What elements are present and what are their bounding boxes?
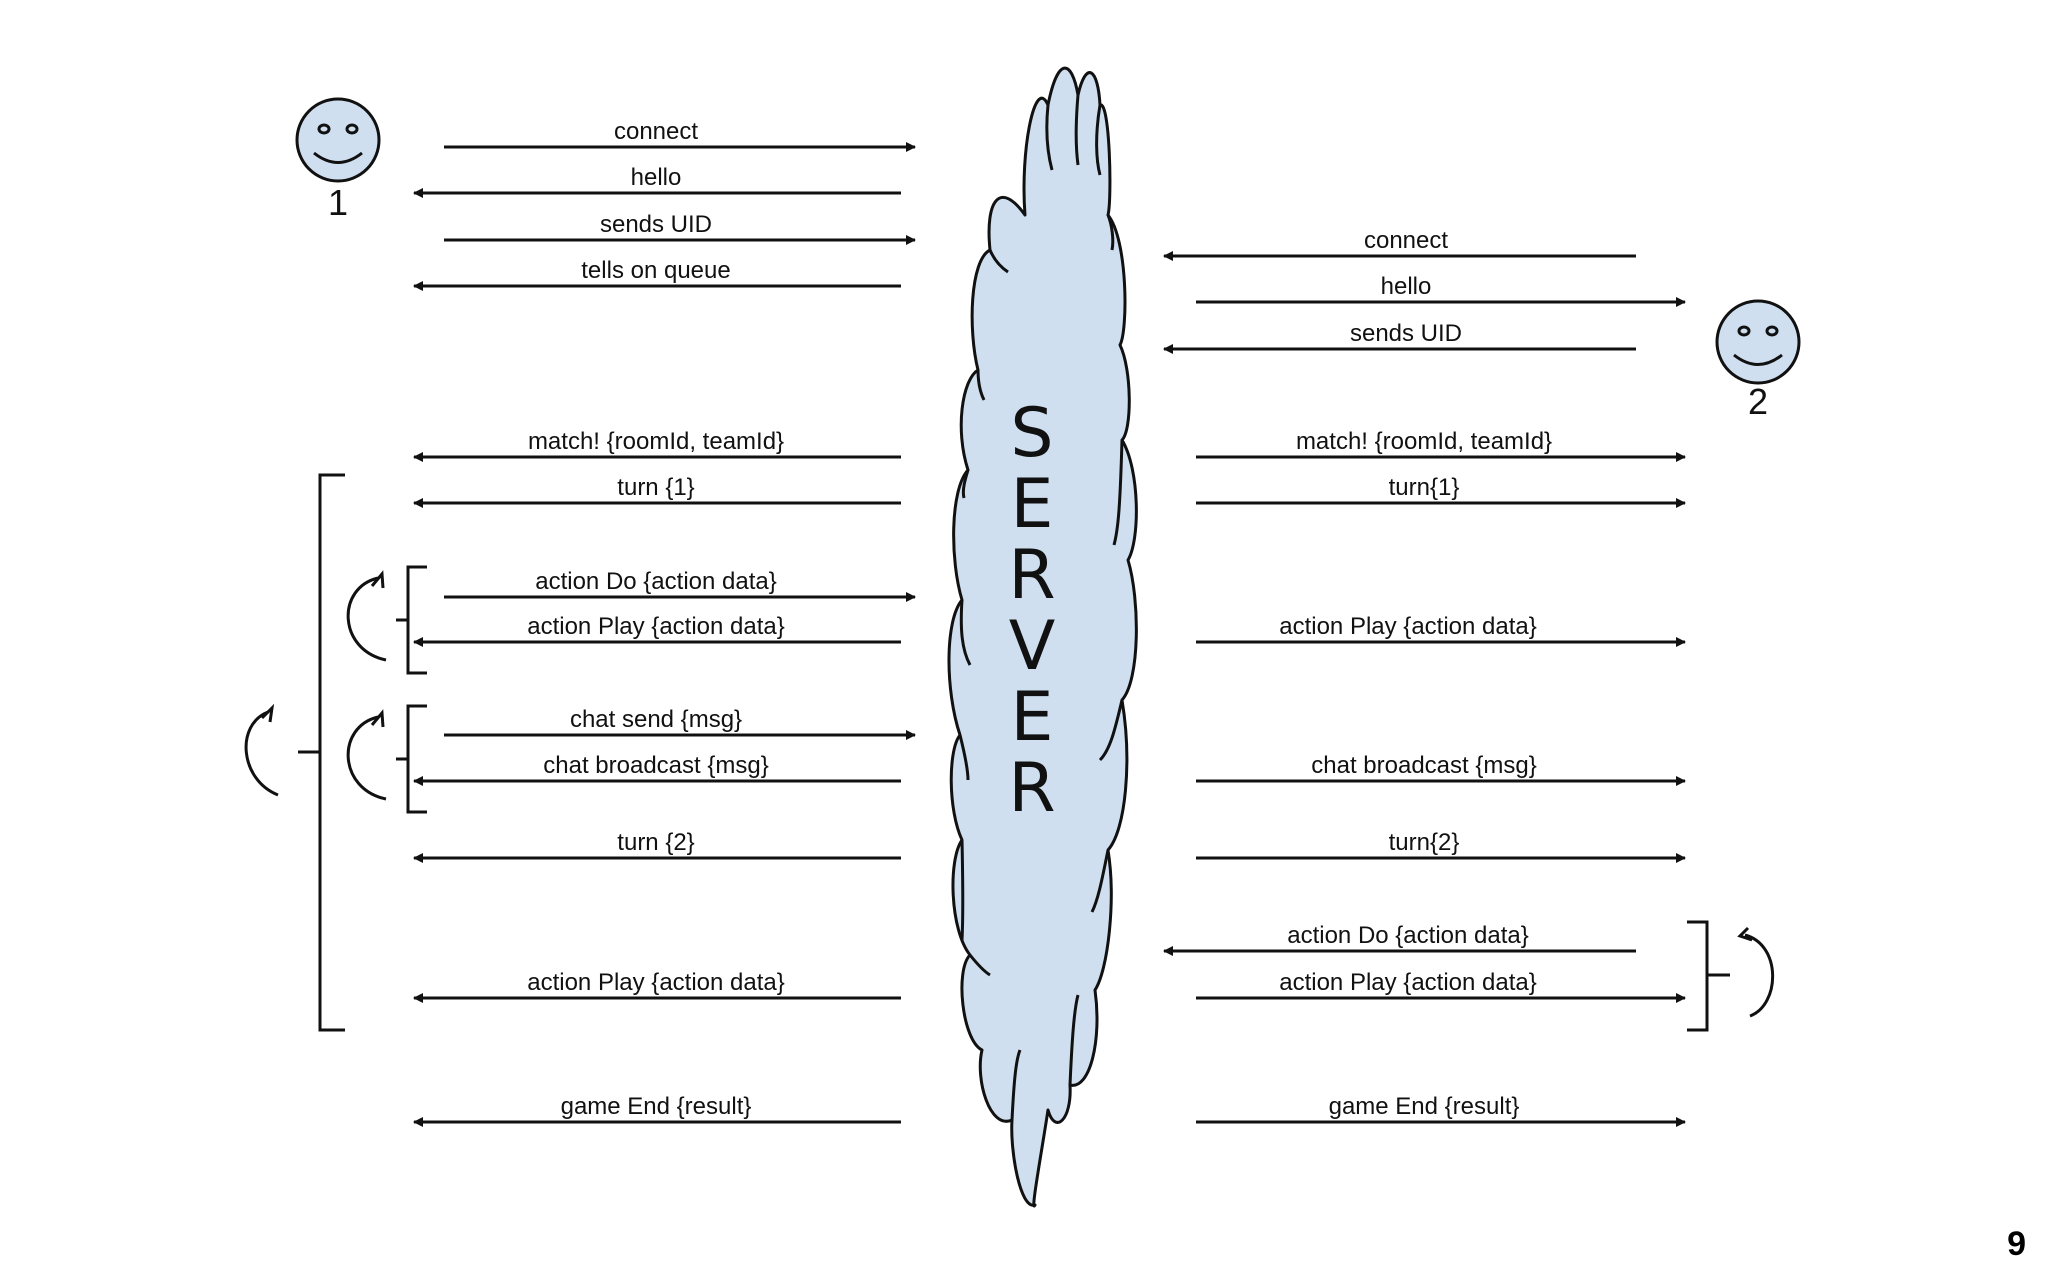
message-label: action Play {action data} — [527, 613, 785, 640]
message-label: action Play {action data} — [1279, 613, 1537, 640]
message-label: sends UID — [1350, 320, 1462, 347]
user-1: 1 — [295, 97, 381, 223]
message: game End {result} — [1196, 1093, 1686, 1127]
message-label: chat broadcast {msg} — [543, 752, 768, 779]
message: hello — [413, 164, 901, 198]
server-label: S E R V E R — [1008, 394, 1055, 828]
message-label: turn {1} — [617, 474, 694, 501]
message: sends UID — [444, 211, 916, 245]
chat-loop-bracket — [346, 704, 427, 814]
smiley-face-icon — [1715, 299, 1801, 385]
message: action Play {action data} — [1196, 969, 1686, 1003]
outer-game-loop-bracket — [244, 473, 345, 1032]
message-label: turn{1} — [1389, 474, 1460, 501]
message: turn {2} — [413, 829, 901, 863]
message-label: sends UID — [600, 211, 712, 238]
message-label: match! {roomId, teamId} — [528, 428, 784, 455]
left-loop-brackets — [244, 473, 427, 1032]
message: action Do {action data} — [1163, 922, 1636, 956]
message: chat broadcast {msg} — [1196, 752, 1686, 786]
user-number: 2 — [1748, 381, 1768, 422]
server-letter: V — [1009, 607, 1056, 686]
server-letter: R — [1008, 749, 1055, 828]
message: turn {1} — [413, 474, 901, 508]
message: action Play {action data} — [1196, 613, 1686, 647]
message: sends UID — [1163, 320, 1636, 354]
server-letter: E — [1011, 678, 1054, 757]
right-action-loop-bracket — [1687, 920, 1775, 1032]
action-loop-bracket — [346, 565, 427, 675]
message: action Do {action data} — [444, 568, 916, 602]
message-label: connect — [1364, 227, 1448, 254]
message-label: game End {result} — [561, 1093, 752, 1120]
server-letter: R — [1008, 536, 1055, 615]
message: match! {roomId, teamId} — [413, 428, 901, 462]
message: hello — [1196, 273, 1686, 307]
page-number: 9 — [2007, 1225, 2026, 1263]
server-cloud — [947, 66, 1138, 1208]
message: action Play {action data} — [413, 613, 901, 647]
message: chat send {msg} — [444, 706, 916, 740]
user-2: 2 — [1715, 299, 1801, 422]
message-label: tells on queue — [581, 257, 730, 284]
message-label: hello — [1381, 273, 1432, 300]
message-label: action Do {action data} — [1287, 922, 1529, 949]
left-messages: connect hello sends UID tells on queue m… — [413, 118, 916, 1127]
message-label: action Do {action data} — [535, 568, 777, 595]
message-label: match! {roomId, teamId} — [1296, 428, 1552, 455]
message-label: game End {result} — [1329, 1093, 1520, 1120]
message-label: hello — [631, 164, 682, 191]
message-label: chat send {msg} — [570, 706, 742, 733]
message-label: action Play {action data} — [1279, 969, 1537, 996]
user-number: 1 — [328, 182, 348, 223]
message-label: connect — [614, 118, 698, 145]
message: game End {result} — [413, 1093, 901, 1127]
message: chat broadcast {msg} — [413, 752, 901, 786]
message-label: turn {2} — [617, 829, 694, 856]
right-messages: connect hello sends UID match! {roomId, … — [1163, 227, 1686, 1127]
server-letter: E — [1011, 465, 1054, 544]
message-label: turn{2} — [1389, 829, 1460, 856]
message: match! {roomId, teamId} — [1196, 428, 1686, 462]
message: turn{2} — [1196, 829, 1686, 863]
message: action Play {action data} — [413, 969, 901, 1003]
message-label: chat broadcast {msg} — [1311, 752, 1536, 779]
server-letter: S — [1010, 394, 1053, 473]
message: connect — [444, 118, 916, 152]
smiley-face-icon — [295, 97, 381, 183]
message-label: action Play {action data} — [527, 969, 785, 996]
message: connect — [1163, 227, 1636, 261]
message: tells on queue — [413, 257, 901, 291]
message: turn{1} — [1196, 474, 1686, 508]
